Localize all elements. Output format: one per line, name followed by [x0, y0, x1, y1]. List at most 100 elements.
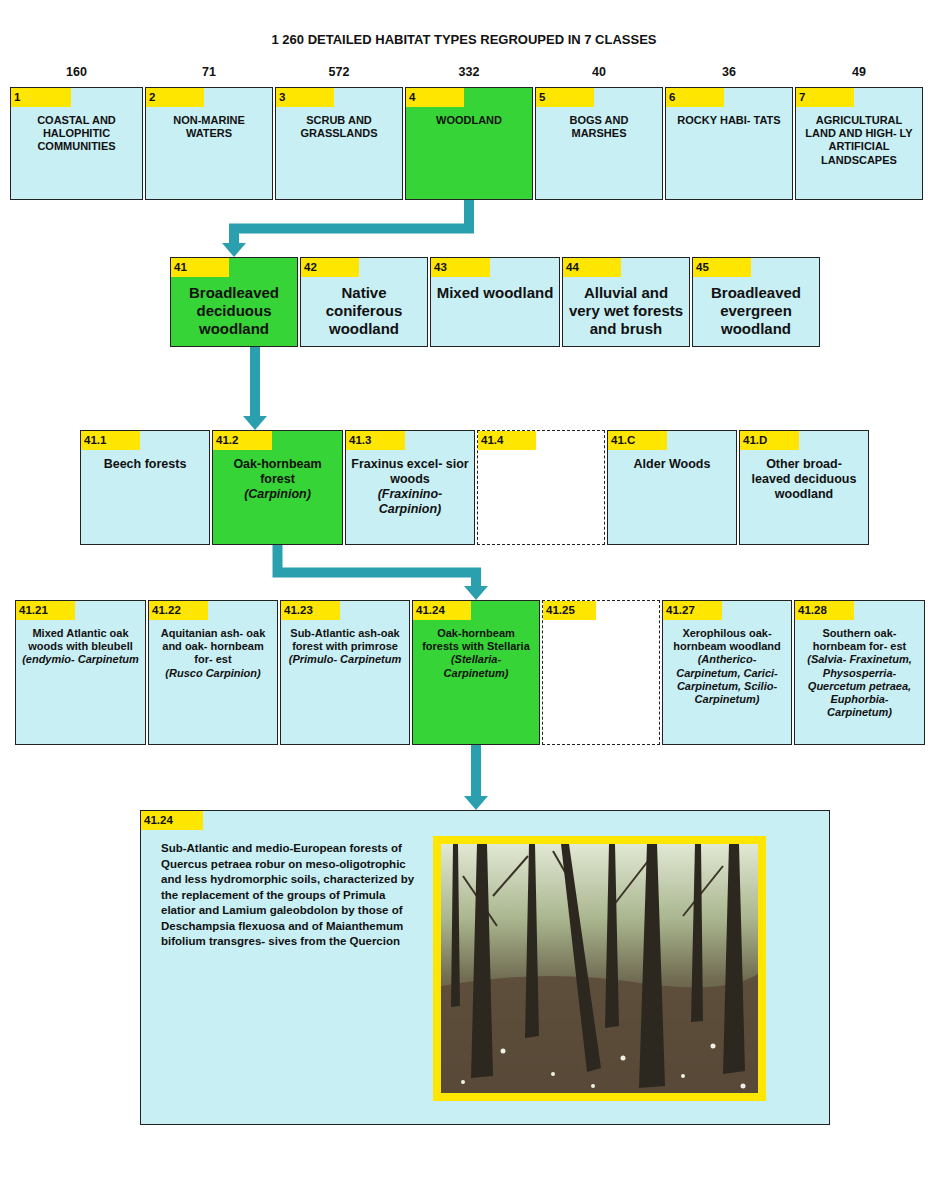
habitat-name: Aquitanian ash- oak and oak- hornbeam fo…	[154, 627, 272, 667]
habitat-box: ROCKY HABI- TATS366	[665, 87, 793, 200]
habitat-box: Broadleaved evergreen woodland 45	[692, 257, 820, 347]
habitat-name: Sub-Atlantic ash-oak forest with primros…	[286, 627, 404, 653]
code-tag: 42	[301, 258, 359, 277]
photo-frame	[433, 836, 766, 1101]
syntaxon-name: (Primulo- Carpinetum	[286, 653, 404, 666]
habitat-name: Broadleaved deciduous woodland	[176, 284, 292, 338]
habitat-box: Xerophilous oak-hornbeam woodland(Anther…	[662, 600, 792, 745]
code-tag: 41.24	[413, 601, 471, 620]
habitat-name: Mixed Atlantic oak woods with bleubell	[21, 627, 140, 653]
syntaxon-name: (Rusco Carpinion)	[154, 667, 272, 680]
habitat-box: AGRICULTURAL LAND AND HIGH- LY ARTIFICIA…	[795, 87, 923, 200]
habitat-box: BOGS AND MARSHES405	[535, 87, 663, 200]
habitat-box: Oak-hornbeam forest(Carpinion)41.2	[212, 430, 343, 545]
code-tag: 1	[11, 88, 71, 107]
syntaxon-name: COASTAL AND HALOPHITIC COMMUNITIES	[16, 114, 137, 154]
habitat-box: Alder Woods 41.C	[607, 430, 737, 545]
habitat-box: Other broad- leaved deciduous woodland 41…	[739, 430, 869, 545]
forest-background	[441, 844, 758, 1093]
class-count: 160	[11, 65, 142, 80]
class-count: 71	[146, 65, 272, 80]
habitat-box: WOODLAND3324	[405, 87, 533, 200]
habitat-name: Southern oak- hornbeam for- est	[800, 627, 919, 653]
code-tag: 41.4	[478, 431, 536, 450]
habitat-name: Beech forests	[86, 457, 204, 472]
code-tag: 41.28	[795, 601, 854, 620]
habitat-box: COASTAL AND HALOPHITIC COMMUNITIES1601	[10, 87, 143, 200]
habitat-name: Alder Woods	[613, 457, 731, 472]
code-tag: 41.1	[81, 431, 140, 450]
code-tag: 41.C	[608, 431, 667, 450]
hierarchy-arrow	[278, 545, 477, 586]
habitat-name: Alluvial and very wet forests and brush	[568, 284, 684, 338]
habitat-name: Other broad- leaved deciduous woodland	[745, 457, 863, 502]
class-count: 49	[796, 65, 922, 80]
habitat-box: Aquitanian ash- oak and oak- hornbeam fo…	[148, 600, 278, 745]
habitat-box: 41.4	[477, 430, 605, 545]
habitat-box: SCRUB AND GRASSLANDS5723	[275, 87, 403, 200]
code-tag: 41.25	[543, 601, 596, 620]
syntaxon-name: WOODLAND	[411, 114, 527, 127]
code-tag: 41.23	[281, 601, 340, 620]
habitat-name: Mixed woodland	[436, 284, 554, 302]
code-tag: 44	[563, 258, 621, 277]
code-tag: 41.22	[149, 601, 208, 620]
syntaxon-name: (Salvia- Fraxinetum, Physosperria- Querc…	[800, 653, 919, 719]
code-tag: 7	[796, 88, 854, 107]
hierarchy-arrow	[250, 347, 260, 416]
class-count: 40	[536, 65, 662, 80]
hierarchy-arrow	[234, 200, 469, 243]
wood-anemones	[461, 1044, 746, 1089]
habitat-box: Fraxinus excel- sior woods(Fraxinino- Ca…	[345, 430, 475, 545]
habitat-box: Mixed Atlantic oak woods with bleubell(e…	[15, 600, 146, 745]
detail-card: Sub-Atlantic and medio-European forests …	[140, 810, 830, 1125]
class-count: 572	[276, 65, 402, 80]
syntaxon-name: (Fraxinino- Carpinion)	[351, 487, 469, 517]
text-area: Sub-Atlantic and medio-European forests …	[157, 811, 419, 956]
syntaxon-name: (Antherico- Carpinetum, Carici- Carpinet…	[668, 653, 786, 706]
syntaxon-name: SCRUB AND GRASSLANDS	[281, 114, 397, 140]
code-tag: 41.21	[16, 601, 75, 620]
habitat-box: Beech forests 41.1	[80, 430, 210, 545]
code-tag: 45	[693, 258, 751, 277]
habitat-box: 41.25	[542, 600, 660, 745]
habitat-box: Native coniferous woodland 42	[300, 257, 428, 347]
syntaxon-name: BOGS AND MARSHES	[541, 114, 657, 140]
code-tag: 43	[431, 258, 490, 277]
habitat-name: Fraxinus excel- sior woods	[351, 457, 469, 487]
code-tag: 41.3	[346, 431, 405, 450]
code-tag: 3	[276, 88, 334, 107]
tree-trunks	[451, 844, 745, 1088]
habitat-box: NON-MARINE WATERS712	[145, 87, 273, 200]
habitat-name: Xerophilous oak-hornbeam woodland	[668, 627, 786, 653]
habitat-box: Oak-hornbeam forests with Stellaria(Stel…	[412, 600, 540, 745]
code-tag: 41.D	[740, 431, 799, 450]
code-tag: 5	[536, 88, 594, 107]
habitat-box: Southern oak- hornbeam for- est(Salvia- …	[794, 600, 925, 745]
code-tag: 4	[406, 88, 464, 107]
habitat-box: Mixed woodland 43	[430, 257, 560, 347]
syntaxon-name: (Carpinion)	[218, 487, 337, 502]
code-tag: 41	[171, 258, 229, 277]
habitat-box: Sub-Atlantic ash-oak forest with primros…	[280, 600, 410, 745]
habitat-description: Sub-Atlantic and medio-European forests …	[161, 841, 415, 950]
habitat-box: Broadleaved deciduous woodland 41	[170, 257, 298, 347]
class-count: 36	[666, 65, 792, 80]
code-tag: 6	[666, 88, 724, 107]
syntaxon-name: (endymio- Carpinetum	[21, 653, 140, 666]
tree-branches	[463, 851, 723, 926]
syntaxon-name: ROCKY HABI- TATS	[671, 114, 787, 127]
code-tag: 41.27	[663, 601, 722, 620]
habitat-name: Broadleaved evergreen woodland	[698, 284, 814, 338]
class-count: 332	[406, 65, 532, 80]
hierarchy-arrow	[471, 745, 481, 796]
habitat-box: Alluvial and very wet forests and brush 4…	[562, 257, 690, 347]
code-tag: 2	[146, 88, 204, 107]
forest-scene	[441, 844, 758, 1093]
habitat-name: Oak-hornbeam forests with Stellaria	[418, 627, 534, 653]
code-tag: 41.24	[141, 811, 203, 830]
code-tag: 41.2	[213, 431, 272, 450]
habitat-name: Native coniferous woodland	[306, 284, 422, 338]
syntaxon-name: AGRICULTURAL LAND AND HIGH- LY ARTIFICIA…	[801, 114, 917, 167]
